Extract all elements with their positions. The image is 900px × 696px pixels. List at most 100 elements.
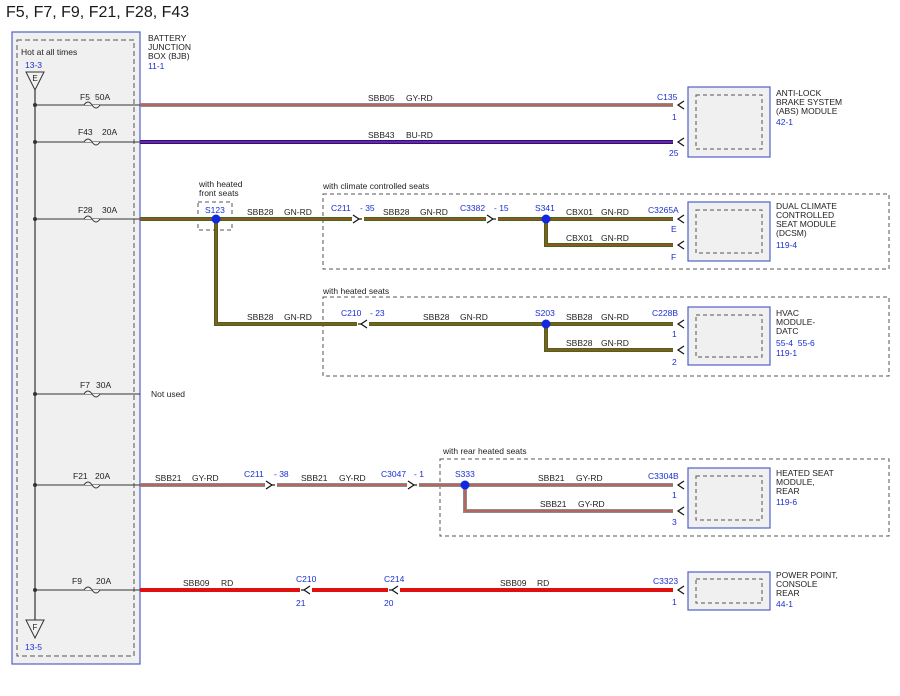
fuse-rating: 30A [96,380,111,390]
bjb-ref[interactable]: 11-1 [148,61,165,71]
splice-s341: S341 [535,203,555,224]
fuse-name: F21 [73,471,88,481]
fuse-name: F5 [80,92,90,102]
inline-connector-c210-21: C210 21 [296,574,317,608]
inline-connector-c3382-15: C3382 - 15 [460,203,509,224]
svg-text:RD: RD [221,578,233,588]
svg-text:GN-RD: GN-RD [601,312,629,322]
top-ref[interactable]: 13-3 [25,60,42,70]
fuse-name: F7 [80,380,90,390]
option-box-rear-heated [439,458,890,537]
svg-text:S203: S203 [535,308,555,318]
inline-connector-c210-23: C210 - 23 [341,308,385,329]
svg-text:C3382: C3382 [460,203,485,213]
inline-connector-c3047-1: C3047 - 1 [381,469,424,490]
svg-text:ANTI-LOCK: ANTI-LOCK [776,88,822,98]
bjb-name-2: JUNCTION [148,42,191,52]
bjb-inner-box [16,39,135,657]
svg-text:HVAC: HVAC [776,308,799,318]
connector-label: C228B [652,308,678,318]
svg-text:SBB28: SBB28 [247,207,274,217]
svg-text:BU-RD: BU-RD [406,130,433,140]
svg-text:SBB09: SBB09 [183,578,210,588]
svg-text:SBB21: SBB21 [155,473,182,483]
top-terminal-letter: E [32,74,37,83]
svg-text:GN-RD: GN-RD [284,312,312,322]
svg-text:GN-RD: GN-RD [601,338,629,348]
splice-s123: S123 [205,205,225,224]
connector-label: C3265A [648,205,679,215]
svg-text:SBB09: SBB09 [500,578,527,588]
svg-text:- 35: - 35 [360,203,375,213]
svg-text:GN-RD: GN-RD [601,233,629,243]
svg-text:GN-RD: GN-RD [420,207,448,217]
svg-text:GY-RD: GY-RD [576,473,603,483]
inline-connector-c211-35: C211 - 35 [331,203,375,224]
module-hvac[interactable]: C228B 1 2 HVAC MODULE- DATC 55-4 55-6 11… [652,306,815,367]
bottom-terminal-letter: F [33,623,38,632]
svg-text:GN-RD: GN-RD [284,207,312,217]
splice-s203: S203 [535,308,555,329]
bjb-outer-box [11,31,141,665]
svg-text:2: 2 [672,357,677,367]
fuse-icon [83,138,101,146]
svg-text:SBB05: SBB05 [368,93,395,103]
fuse-rating: 20A [96,576,111,586]
fuse-f43: F43 20A [33,127,140,146]
module-power-point[interactable]: C3323 1 POWER POINT, CONSOLE REAR 44-1 [653,570,838,611]
svg-text:GN-RD: GN-RD [460,312,488,322]
svg-text:REAR: REAR [776,486,800,496]
fuse-f9: F9 20A [33,576,140,594]
svg-text:20: 20 [384,598,394,608]
svg-text:- 15: - 15 [494,203,509,213]
fuse-icon [83,586,101,594]
svg-text:- 23: - 23 [370,308,385,318]
fuse-icon [83,481,101,489]
svg-text:S341: S341 [535,203,555,213]
svg-text:C211: C211 [331,203,351,213]
page-title: F5, F7, F9, F21, F28, F43 [6,4,190,21]
not-used-label: Not used [151,389,185,399]
module-dcsm[interactable]: C3265A E F DUAL CLIMATE CONTROLLED SEAT … [648,201,837,262]
option-label-climate: with climate controlled seats [322,181,429,191]
module-heated-seat-rear[interactable]: C3304B 1 3 HEATED SEAT MODULE, REAR 119-… [648,467,834,529]
svg-text:S333: S333 [455,469,475,479]
bottom-terminal-icon [25,619,45,640]
wire-sbb21-network [140,483,673,513]
svg-text:(ABS) MODULE: (ABS) MODULE [776,106,838,116]
svg-text:44-1: 44-1 [776,599,793,609]
bottom-ref[interactable]: 13-5 [25,642,42,652]
option-label-front-1: with heated [198,179,243,189]
fuse-f7: F7 30A [33,380,140,398]
svg-text:SBB28: SBB28 [423,312,450,322]
svg-text:42-1: 42-1 [776,117,793,127]
svg-text:SBB43: SBB43 [368,130,395,140]
fuse-f28: F28 30A [33,205,140,223]
svg-text:GY-RD: GY-RD [578,499,605,509]
svg-text:119-1: 119-1 [776,348,797,358]
svg-text:HEATED SEAT: HEATED SEAT [776,468,834,478]
fuse-icon [83,390,101,398]
svg-text:119-4: 119-4 [776,240,797,250]
svg-text:DATC: DATC [776,326,799,336]
svg-text:25: 25 [669,148,679,158]
svg-text:1: 1 [672,597,677,607]
svg-text:GY-RD: GY-RD [339,473,366,483]
fuse-rating: 50A [95,92,110,102]
svg-text:CONTROLLED: CONTROLLED [776,210,834,220]
svg-text:SBB21: SBB21 [538,473,565,483]
fuse-name: F43 [78,127,93,137]
fuse-rating: 20A [102,127,117,137]
option-label-heated: with heated seats [322,286,389,296]
svg-text:1: 1 [672,112,677,122]
svg-text:119-6: 119-6 [776,497,797,507]
connector-label: C135 [657,92,678,102]
svg-text:REAR: REAR [776,588,800,598]
fuse-icon [83,101,101,109]
fuse-f5: F5 50A [33,92,140,109]
module-abs[interactable]: C135 1 25 ANTI-LOCK BRAKE SYSTEM (ABS) M… [657,86,842,158]
svg-text:MODULE,: MODULE, [776,477,815,487]
hot-label: Hot at all times [21,47,77,57]
